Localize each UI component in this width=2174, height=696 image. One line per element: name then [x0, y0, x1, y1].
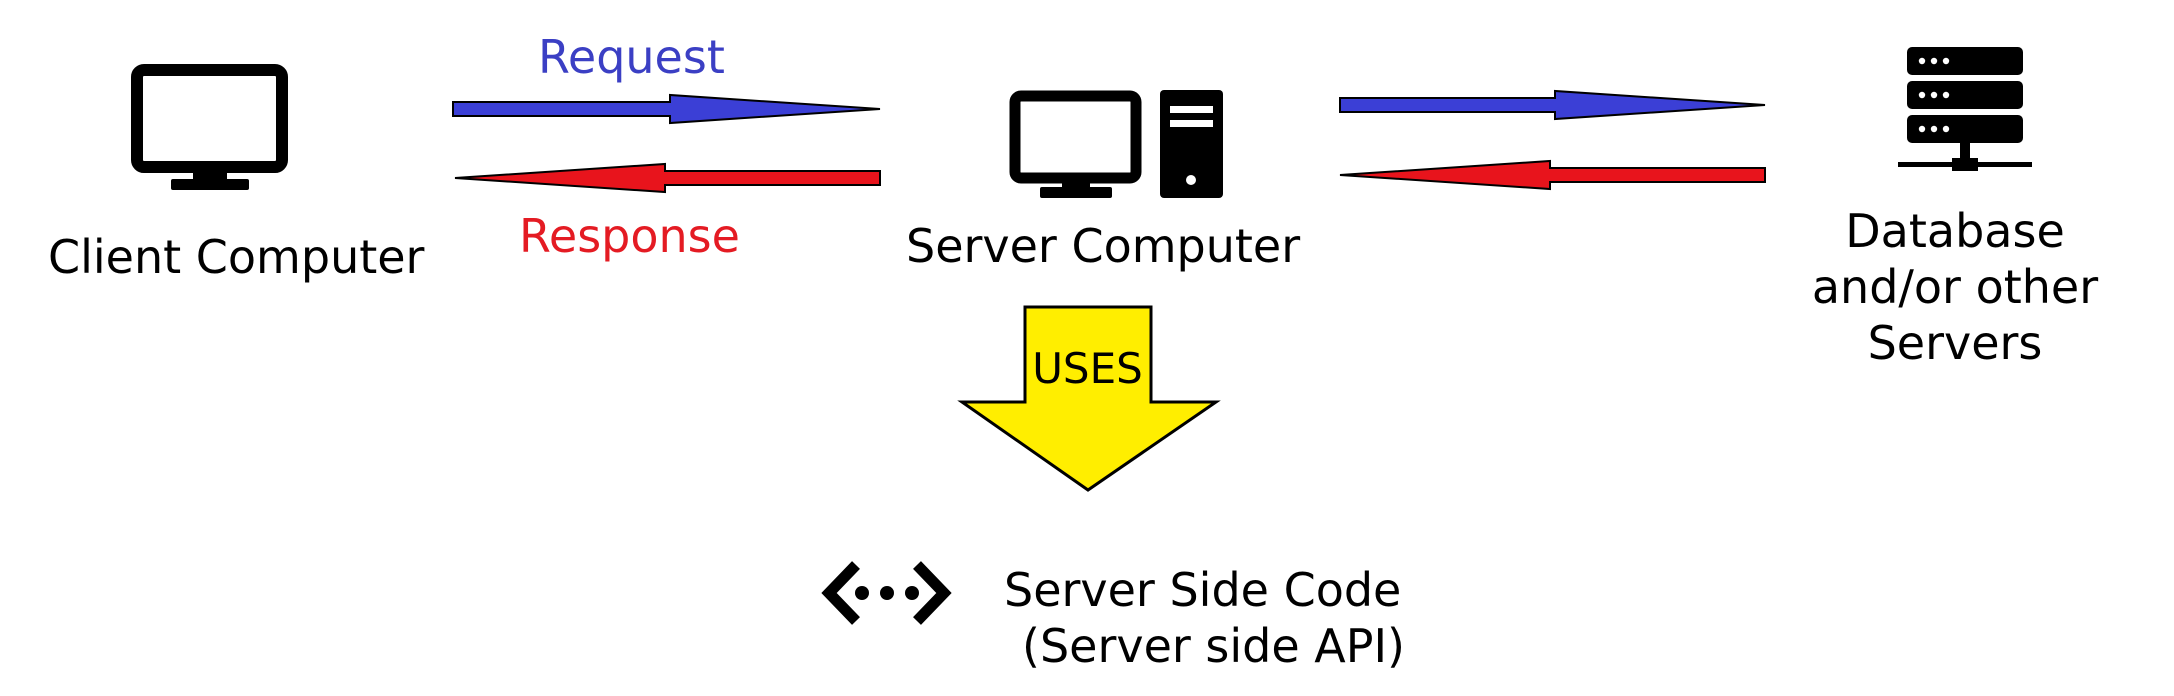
desktop-tower-icon: [1009, 90, 1223, 198]
database-label-line-1: Database: [1845, 204, 2065, 258]
client-computer-label: Client Computer: [48, 230, 425, 284]
server-side-code-line-2: (Server side API): [1022, 619, 1406, 673]
database-label-line-3: Servers: [1867, 316, 2043, 370]
request-arrow-server-to-database: [1339, 89, 1766, 121]
code-brackets-icon: [821, 561, 952, 625]
database-label: Database and/or other Servers: [1790, 203, 2120, 371]
monitor-icon: [131, 64, 288, 190]
server-rack-icon: [1898, 47, 2032, 171]
server-computer-label: Server Computer: [906, 219, 1301, 273]
server-side-code-line-1: Server Side Code: [1004, 563, 1402, 617]
response-arrow-server-to-client: [454, 162, 881, 194]
request-label: Request: [538, 30, 725, 84]
uses-label: USES: [1032, 344, 1143, 393]
server-side-code-label: Server Side Code (Server side API): [1004, 562, 1405, 674]
request-arrow-client-to-server: [452, 93, 881, 125]
response-arrow-database-to-server: [1339, 159, 1766, 191]
database-label-line-2: and/or other: [1811, 260, 2099, 314]
response-label: Response: [519, 209, 740, 263]
uses-arrow: [957, 305, 1221, 492]
